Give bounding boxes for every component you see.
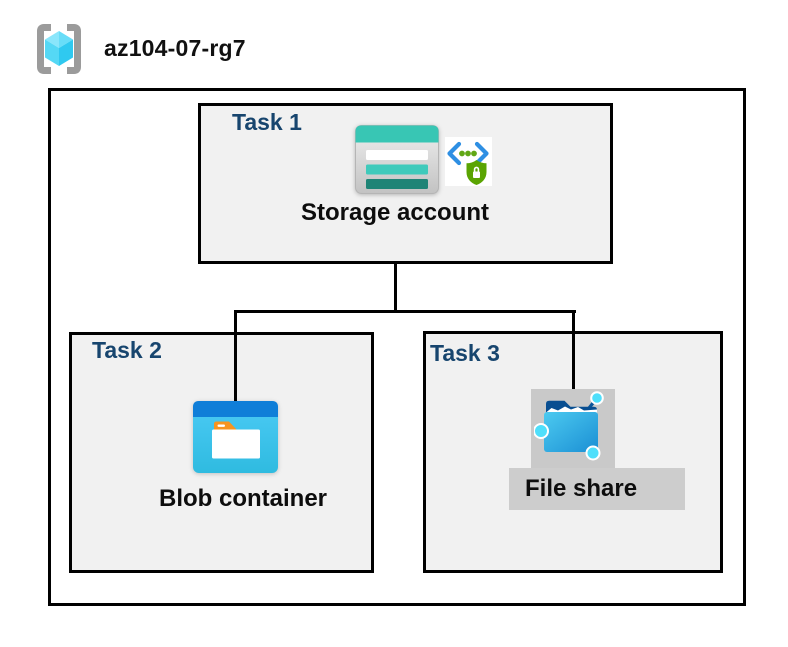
blob-container-label: Blob container — [158, 485, 328, 512]
task1-label: Task 1 — [232, 109, 302, 135]
task2-label: Task 2 — [92, 337, 162, 363]
file-share-label-band: File share — [509, 468, 685, 510]
resource-group-icon — [37, 24, 81, 74]
file-share-icon — [534, 391, 604, 461]
connector-horizontal — [234, 310, 576, 313]
resource-group-title: az104-07-rg7 — [104, 35, 246, 61]
blob-container-icon — [193, 401, 278, 473]
file-share-label: File share — [525, 475, 638, 502]
connector-to-blob-container — [234, 310, 237, 401]
connector-storage-down — [394, 264, 397, 312]
task3-label: Task 3 — [430, 340, 500, 366]
storage-account-label: Storage account — [300, 199, 490, 226]
connector-to-file-share — [572, 310, 575, 389]
secure-access-icon — [445, 137, 492, 186]
storage-account-icon — [355, 125, 439, 194]
